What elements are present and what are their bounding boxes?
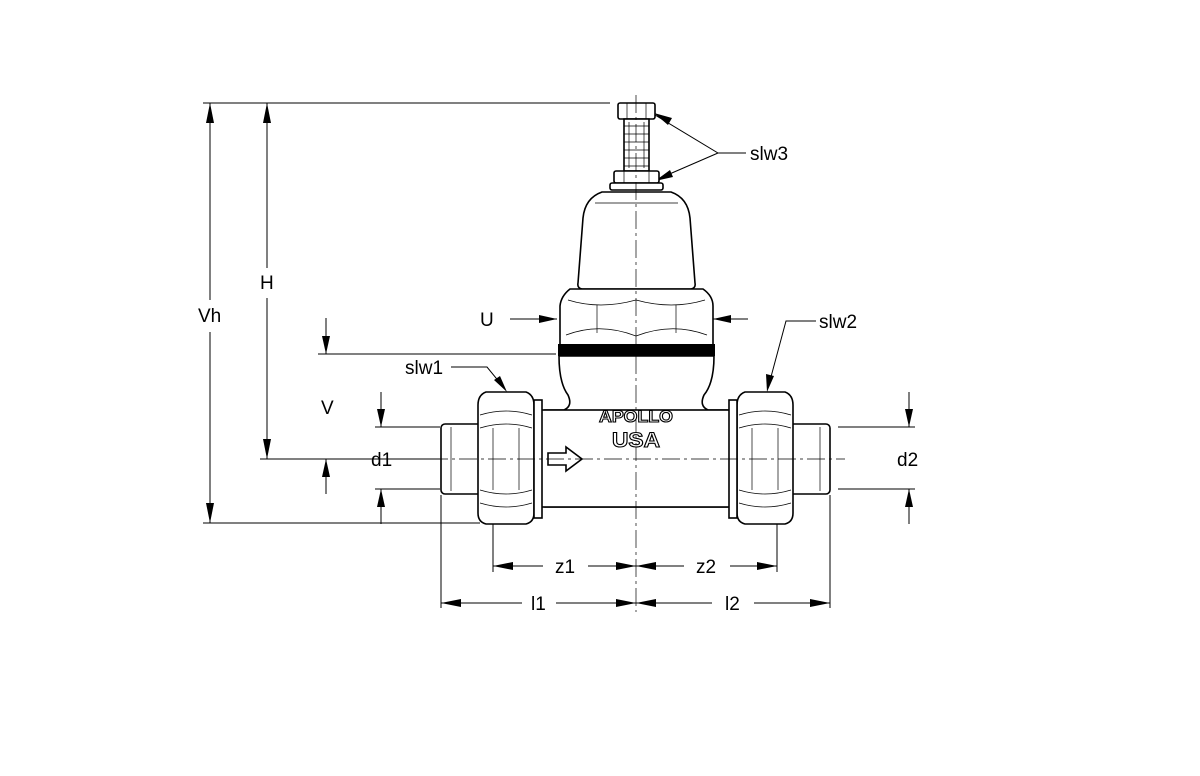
dimension-u (510, 315, 748, 323)
dimension-d1 (377, 392, 385, 524)
valve: APOLLO USA (430, 95, 845, 612)
dimension-v (322, 318, 330, 494)
outlet-union (728, 391, 831, 525)
label-d1: d1 (371, 450, 392, 471)
leader-slw1 (451, 366, 507, 392)
dimension-h (263, 103, 271, 459)
label-z2: z2 (696, 557, 716, 578)
label-vh: Vh (198, 306, 221, 327)
label-h: H (260, 273, 274, 294)
inlet-union (440, 391, 543, 525)
label-l1: l1 (531, 594, 546, 615)
label-slw2: slw2 (819, 312, 857, 333)
leader-slw2 (766, 320, 816, 392)
dimension-z (493, 562, 777, 570)
dimension-vh (206, 103, 214, 523)
label-slw1: slw1 (405, 358, 443, 379)
label-l2: l2 (725, 594, 740, 615)
dimension-l (441, 599, 830, 607)
dimension-d2 (905, 392, 913, 524)
label-z1: z1 (555, 557, 575, 578)
label-d2: d2 (897, 450, 918, 471)
leader-slw3 (654, 113, 746, 181)
flow-arrow-icon (547, 445, 584, 473)
adjusting-stem (609, 102, 664, 191)
label-v: V (321, 398, 334, 419)
brand-country: USA (612, 429, 660, 452)
label-u: U (480, 310, 494, 331)
bonnet-gasket (558, 344, 715, 356)
brand-name: APOLLO (599, 407, 673, 426)
label-slw3: slw3 (750, 144, 788, 165)
bonnet-dome (577, 191, 696, 290)
